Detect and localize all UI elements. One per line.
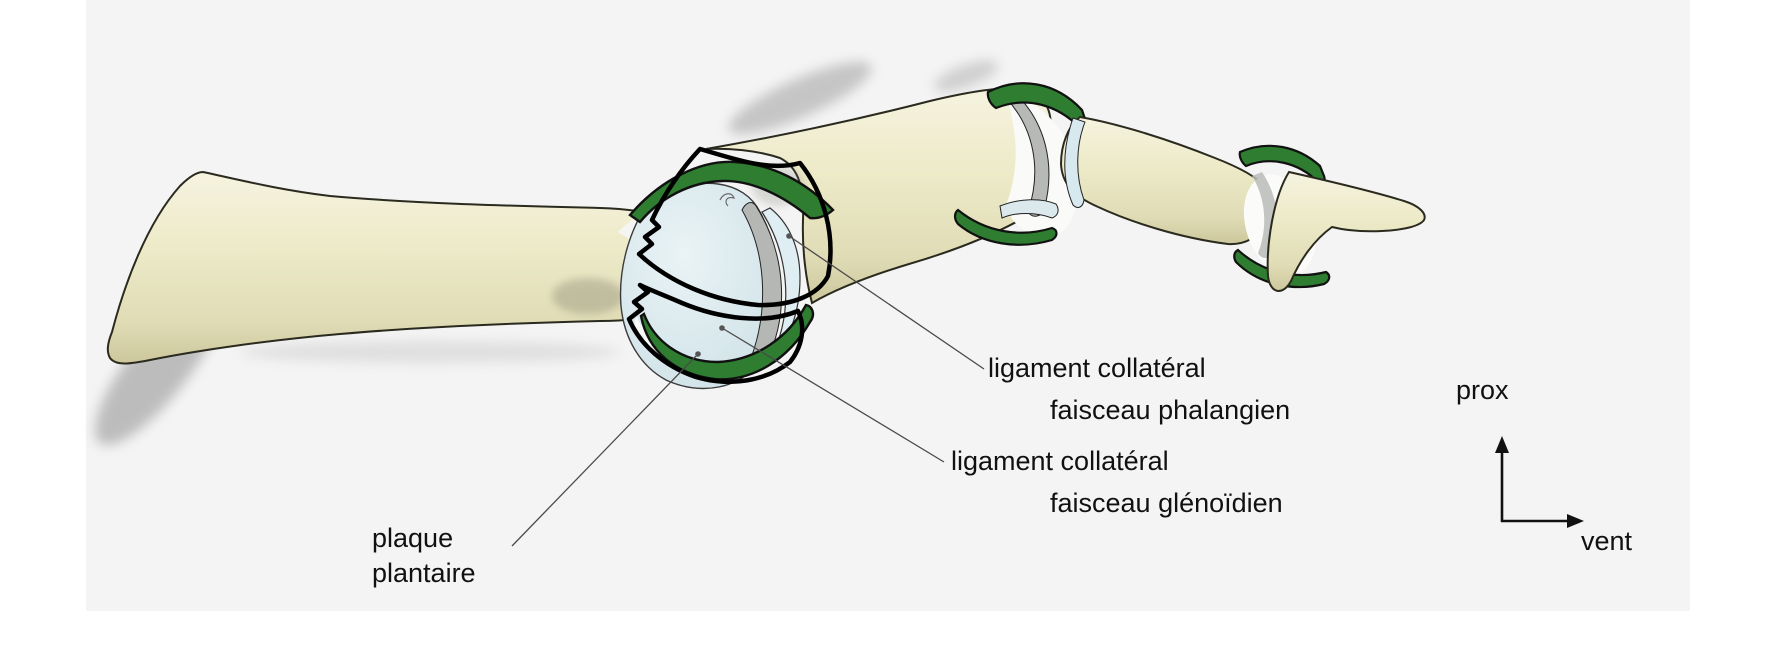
pip-ligament-ring-bottom (953, 208, 1058, 246)
collateral-fan-phalangien-outline (636, 146, 833, 308)
head-cartilage-gray (1005, 91, 1050, 217)
distal-phalanx-bone (1266, 170, 1426, 292)
plantar-plate-sliver (999, 199, 1059, 219)
leader-plaque-plantaire (511, 353, 699, 547)
leader-phalangien (788, 235, 985, 370)
mcp-joint (618, 146, 835, 390)
label-plaque-plantaire-line1: plaque (372, 523, 454, 553)
collateral-fan-glenoidien-outline (626, 282, 805, 384)
label-ligament-collateral-phalangien-line1: ligament collatéral (988, 353, 1206, 383)
leader-glenoidien (721, 327, 945, 463)
middle-phalanx-bone (1059, 115, 1272, 246)
proximal-bone (106, 170, 696, 365)
base-cartilage-sliver (1064, 117, 1086, 208)
axis-vent-arrowhead (1567, 514, 1584, 528)
label-ligament-collateral-phalangien-line2: faisceau phalangien (1050, 395, 1291, 425)
pip-joint-capsule (953, 82, 1088, 246)
axis-arrows (1495, 436, 1584, 528)
label-ligament-collateral-glenoidien-line1: ligament collatéral (951, 446, 1169, 476)
leader-lines (511, 233, 985, 547)
label-ligament-collateral-glenoidien-line2: faisceau glénoïdien (1050, 488, 1283, 518)
axis-prox-arrowhead (1495, 436, 1509, 453)
squiggle-mark (719, 193, 735, 207)
label-plaque-plantaire-line2: plantaire (372, 558, 476, 588)
bone-shading (552, 278, 624, 314)
axis-label-vent: vent (1581, 526, 1633, 556)
axis-label-prox: prox (1456, 375, 1509, 405)
